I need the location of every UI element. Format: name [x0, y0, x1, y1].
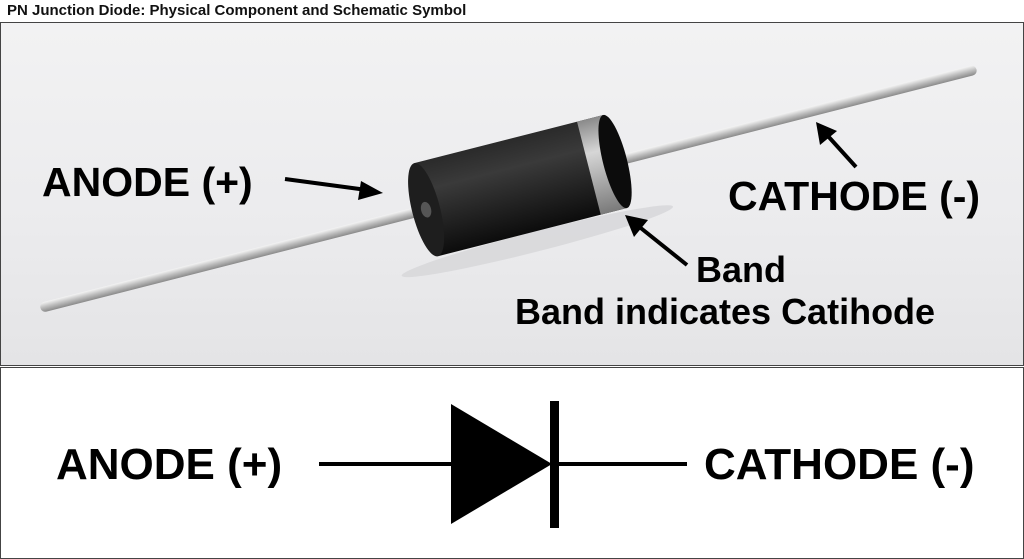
diode-triangle: [451, 404, 552, 524]
label-arrows: [284, 122, 858, 267]
band-label: Band: [696, 249, 786, 290]
diode-symbol: [319, 401, 687, 528]
anode-label: ANODE (+): [42, 159, 253, 205]
lead-entry: [420, 201, 432, 218]
schematic-cathode-label: CATHODE (-): [704, 440, 975, 489]
figure-title: PN Junction Diode: Physical Component an…: [7, 2, 467, 19]
diode-photo: [40, 65, 977, 312]
body-end-cathode: [598, 114, 632, 209]
diode-body: [414, 115, 627, 257]
schematic-panel: ANODE (+) CATHODE (-): [0, 367, 1024, 559]
diode-photo-panel: ANODE (+) CATHODE (-) Band Band indicate…: [0, 22, 1024, 366]
cathode-bar: [550, 401, 559, 528]
cathode-label: CATHODE (-): [728, 173, 981, 219]
schematic-anode-label: ANODE (+): [56, 440, 283, 489]
diode-shadow: [401, 205, 674, 278]
band-note: Band indicates Catihode: [515, 291, 936, 332]
